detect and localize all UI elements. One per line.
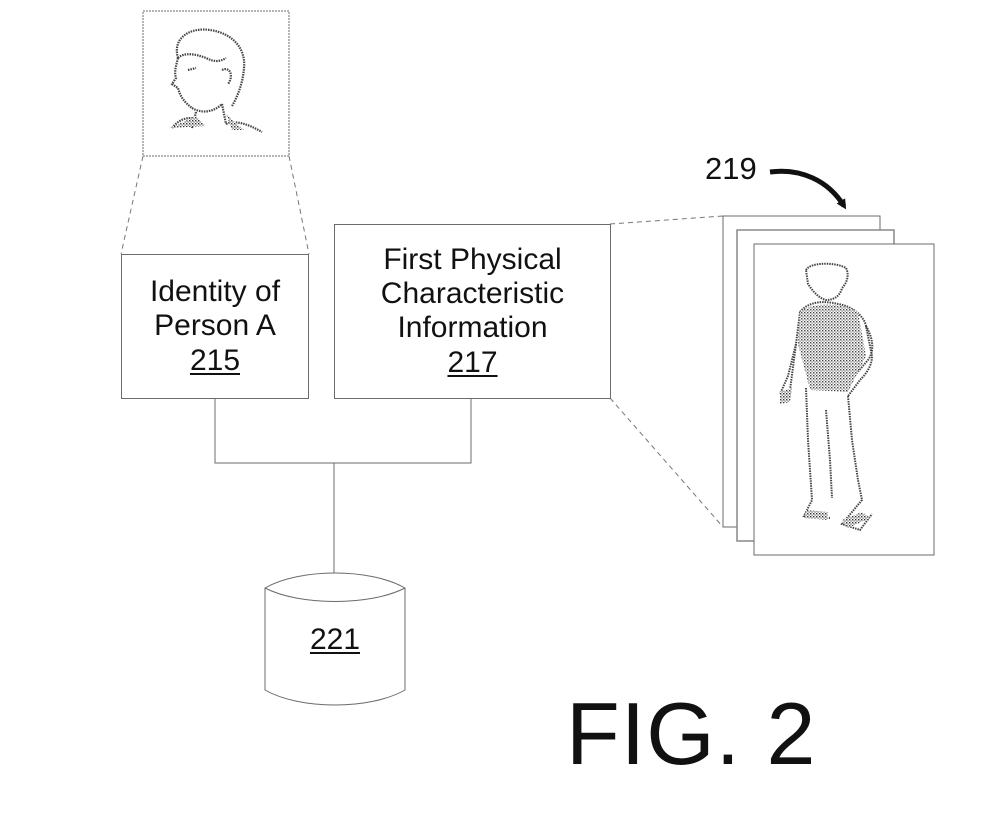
identity-box: Identity of Person A 215 <box>121 254 309 399</box>
face-image <box>142 10 290 157</box>
image-stack-ref-number: 219 <box>705 151 757 186</box>
projection-line-left <box>120 155 144 255</box>
connector-lines <box>214 398 472 574</box>
figure-label: FIG. 2 <box>566 684 817 783</box>
ref-219-arrow <box>769 168 847 210</box>
physical-label-line-1: First Physical <box>383 242 562 276</box>
physical-label-line-2: Characteristic <box>380 276 565 310</box>
identity-label-line-2: Person A <box>154 308 276 342</box>
database-ref-number: 221 <box>309 623 361 656</box>
image-stack <box>722 215 935 556</box>
stack-projection-top <box>609 215 724 225</box>
physical-label-line-3: Information <box>397 310 548 344</box>
physical-characteristic-box: First Physical Characteristic Informatio… <box>334 224 611 399</box>
identity-label-line-1: Identity of <box>149 274 281 308</box>
database-cylinder <box>264 572 406 706</box>
physical-ref-number: 217 <box>447 345 498 379</box>
stack-projection-bottom <box>609 397 724 528</box>
projection-line-right <box>288 155 310 255</box>
identity-ref-number: 215 <box>189 343 241 377</box>
